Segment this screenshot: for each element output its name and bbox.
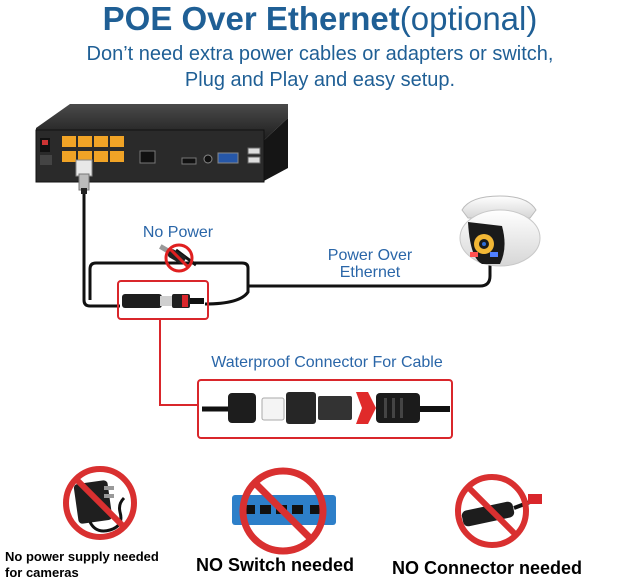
nvr-recorder [35,104,288,183]
no-connector-prohibition-icon [455,474,529,548]
poe-label-line-1: Power Over [327,247,413,264]
no-power-label: No Power [142,224,214,241]
small-connector-icon [122,294,204,308]
vga-port-icon [217,152,239,164]
no-switch-prohibition-icon [239,467,327,555]
subtitle-line-2: Plug and Play and easy setup. [184,69,456,91]
title-main: POE Over Ethernet [102,0,400,37]
poe-label-line-2: Ethernet [339,264,401,281]
power-supply-caption-line-1: No power supply needed [5,549,159,564]
waterproof-connector-icon [202,392,450,424]
dome-camera [459,195,541,267]
lan-port-icon [139,150,156,164]
power-supply-caption: No power supply needed for cameras [5,549,159,581]
connector-highlight-box [117,280,209,320]
hdmi-port-icon [181,157,197,165]
rj45-plug-icon [75,159,93,194]
no-power-prohibition-icon [164,243,194,273]
power-supply-caption-line-2: for cameras [5,565,79,580]
poe-ports-icon [62,136,124,162]
waterproof-label: Waterproof Connector For Cable [211,354,443,371]
poe-label: Power Over Ethernet [300,247,440,281]
usb-port-icon [247,147,261,155]
no-power-supply-prohibition-icon [63,466,137,540]
page-title: POE Over Ethernet(optional) [0,0,640,38]
callout-line [159,319,198,406]
switch-caption: NO Switch needed [196,555,355,575]
waterproof-connector-box [197,379,453,439]
ethernet-cable [82,194,492,308]
subtitle-line-1: Don’t need extra power cables or adapter… [86,43,554,65]
title-optional: (optional) [399,0,538,37]
connector-caption: NO Connector needed [392,558,583,578]
